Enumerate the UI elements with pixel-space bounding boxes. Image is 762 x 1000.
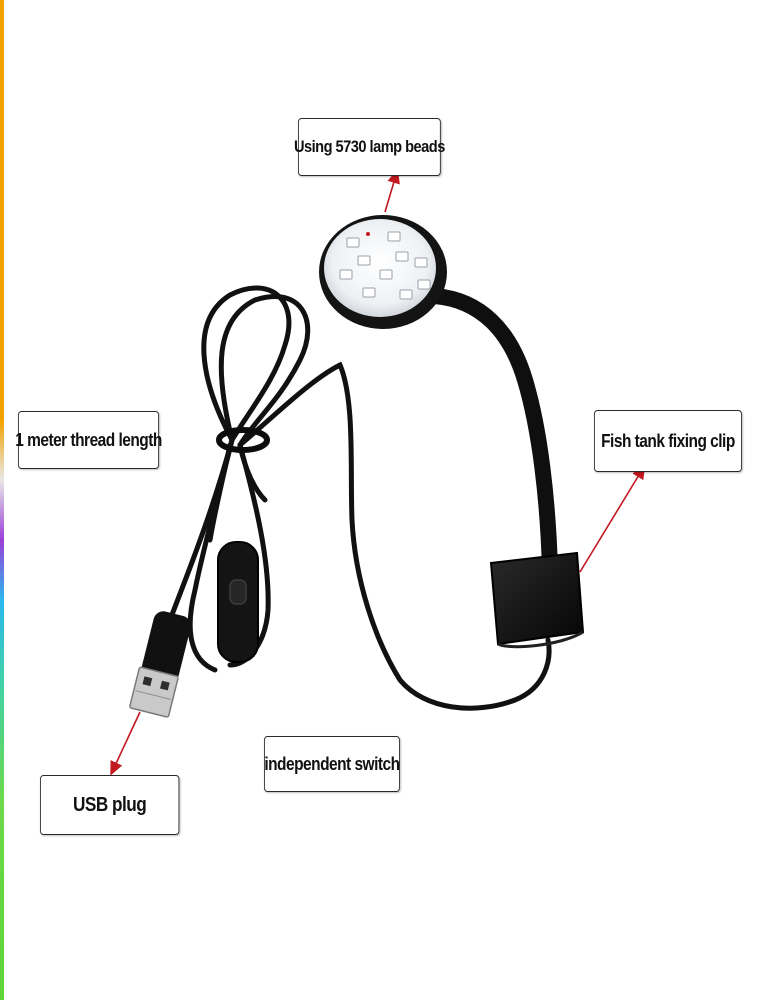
left-edge-color-strip (0, 0, 4, 1000)
label-independent-switch-text: independent switch (264, 753, 400, 774)
fish-tank-clip (489, 551, 585, 649)
label-usb-plug-text: USB plug (73, 793, 147, 816)
callout-arrows (110, 168, 646, 776)
label-thread-length-text: 1 meter thread length (15, 429, 162, 450)
label-lamp-beads: Using 5730 lamp beads (294, 118, 445, 176)
label-fixing-clip: Fish tank fixing clip (594, 410, 742, 472)
lamp-head (319, 215, 447, 329)
label-fixing-clip-text: Fish tank fixing clip (601, 430, 735, 451)
inline-switch (217, 541, 259, 663)
label-independent-switch: independent switch (264, 736, 400, 792)
label-usb-plug: USB plug (40, 775, 180, 835)
gooseneck-arm (427, 288, 558, 578)
label-lamp-beads-text: Using 5730 lamp beads (293, 137, 445, 156)
label-thread-length: 1 meter thread length (15, 411, 162, 469)
cable-tie (216, 427, 270, 453)
usb-plug (129, 611, 191, 718)
